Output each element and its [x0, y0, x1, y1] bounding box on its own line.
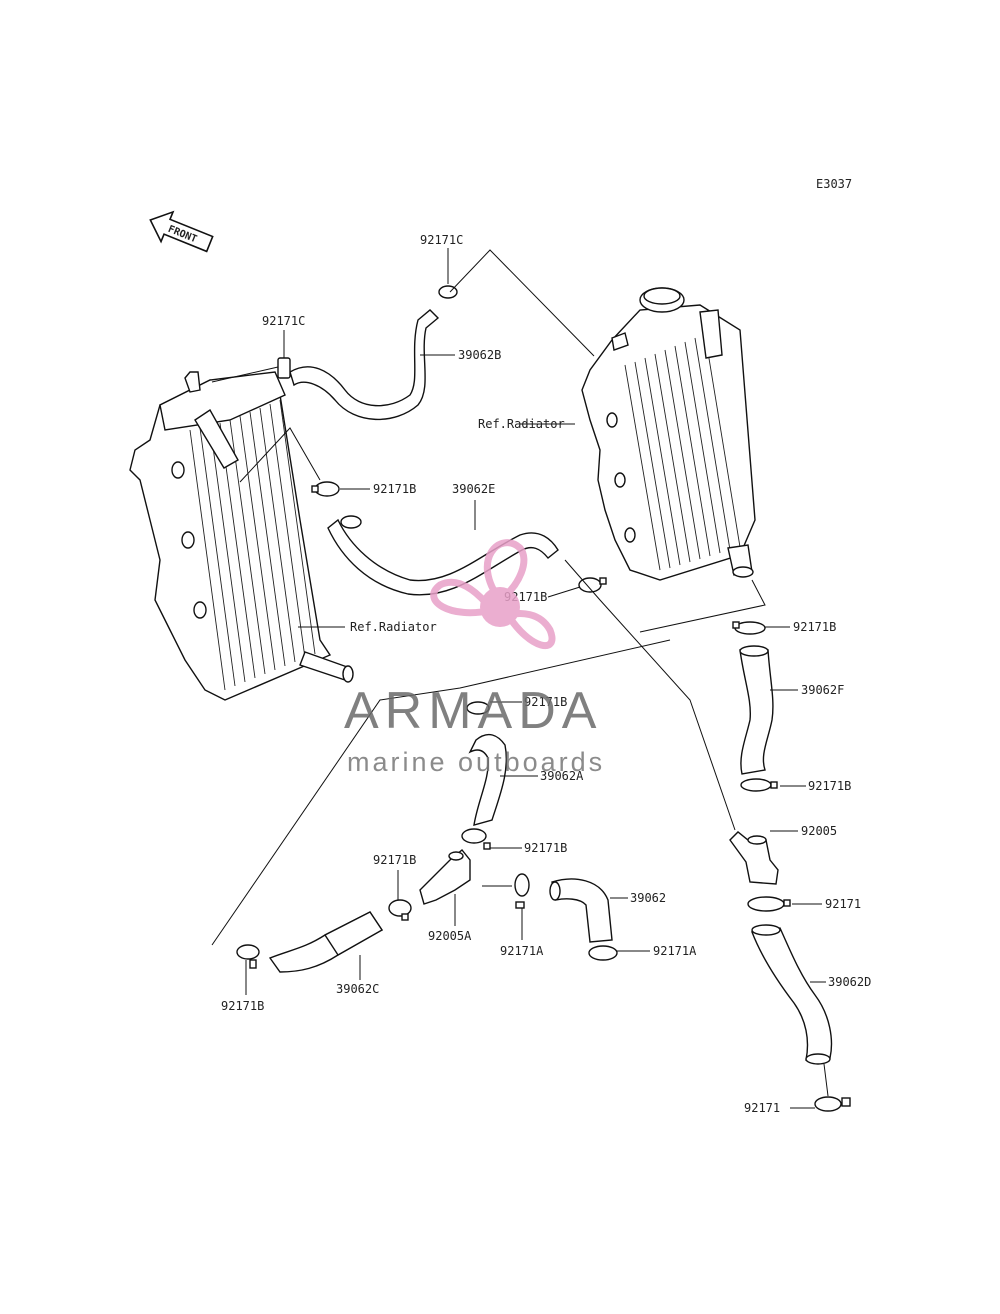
clamp-92171B-c [732, 621, 766, 635]
clamp-92171B-a [311, 481, 340, 497]
clamp-92171B-h [388, 899, 412, 921]
label-92005: 92005 [801, 824, 837, 838]
front-arrow-icon: FRONT [149, 210, 214, 253]
label-92171B-f: 92171B [808, 779, 851, 793]
label-39062C: 39062C [336, 982, 379, 996]
label-92171A-a: 92171A [500, 944, 544, 958]
right-radiator-fins [624, 333, 741, 571]
leader-lines [211, 248, 829, 1109]
label-ref-radiator-left: Ref.Radiator [350, 620, 437, 634]
watermark-brand: ARMADA [344, 682, 602, 740]
hose-39062A [468, 733, 507, 826]
label-92171B-d: 92171B [524, 695, 567, 709]
clamp-92171A-b [588, 945, 618, 961]
hose-39062B [289, 309, 440, 421]
label-92171-a: 92171 [825, 897, 861, 911]
left-radiator-fins [189, 399, 316, 691]
label-92171C-left: 92171C [262, 314, 305, 328]
label-92171B-e: 92171B [524, 841, 567, 855]
label-39062A: 39062A [540, 769, 584, 783]
label-39062: 39062 [630, 891, 666, 905]
clamp-92171B-b [578, 577, 607, 593]
hose-39062 [551, 878, 613, 943]
label-92171B-g: 92171B [221, 999, 264, 1013]
clamp-92171-b [814, 1096, 851, 1112]
label-92171B-a: 92171B [373, 482, 416, 496]
label-92171-b: 92171 [744, 1101, 780, 1115]
label-92171A-b: 92171A [653, 944, 697, 958]
label-39062F: 39062F [801, 683, 844, 697]
hose-39062E [327, 518, 559, 596]
clamp-92171B-e [461, 828, 491, 850]
clamp-92171B-f [740, 778, 778, 792]
diagram-code: E3037 [816, 177, 852, 191]
hose-39062F [739, 649, 774, 775]
label-39062B: 39062B [458, 348, 501, 362]
left-radiator [129, 371, 354, 701]
clamp-92171-a [747, 896, 791, 912]
hose-39062D [751, 927, 833, 1061]
label-92005A: 92005A [428, 929, 472, 943]
label-92171B-c: 92171B [793, 620, 836, 634]
clamp-92171B-d [466, 701, 490, 715]
propeller-logo-icon [430, 539, 556, 650]
part-labels: 92171C 92171C 39062B Ref.Radiator 92171B… [221, 233, 871, 1115]
watermark-tagline: marine outboards [347, 747, 605, 777]
clamp-92171B-g [236, 944, 260, 969]
fitting-92005 [729, 831, 779, 885]
label-92171C-top: 92171C [420, 233, 463, 247]
label-39062D: 39062D [828, 975, 871, 989]
label-92171B-h: 92171B [373, 853, 416, 867]
right-radiator [581, 287, 756, 581]
label-39062E: 39062E [452, 482, 495, 496]
clamp-92171A-a [514, 873, 530, 909]
clamp-92171C-left [277, 357, 291, 379]
watermark: ARMADA marine outboards [344, 539, 605, 777]
label-ref-radiator-right: Ref.Radiator [478, 417, 565, 431]
